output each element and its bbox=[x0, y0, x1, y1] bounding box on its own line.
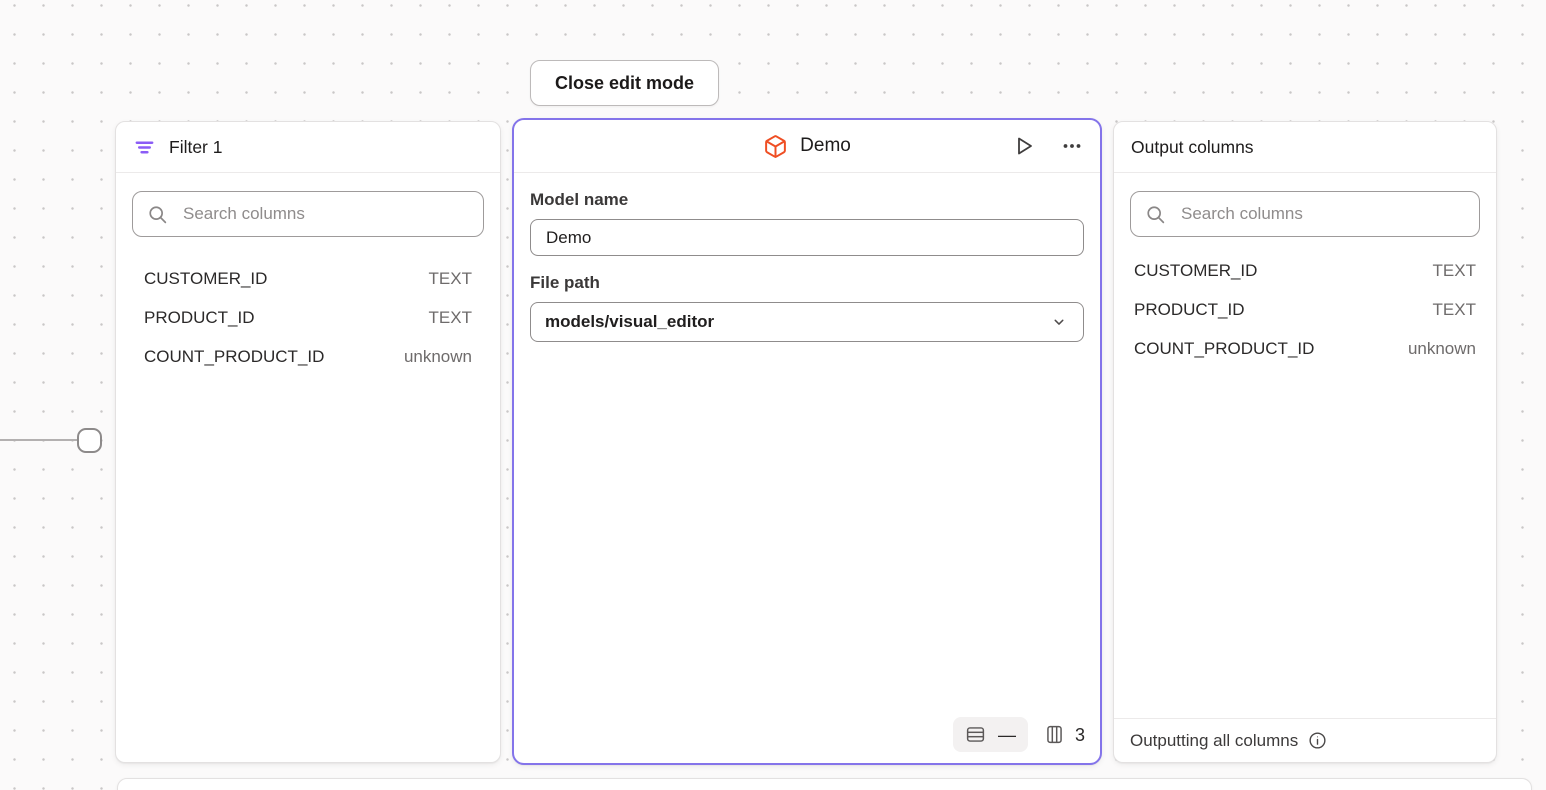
cube-icon bbox=[763, 134, 788, 159]
file-path-select[interactable]: models/visual_editor bbox=[530, 302, 1084, 342]
table-columns-icon bbox=[1044, 724, 1065, 745]
output-summary-text: Outputting all columns bbox=[1130, 730, 1299, 750]
model-node-title: Demo bbox=[800, 135, 851, 156]
column-name: PRODUCT_ID bbox=[1134, 299, 1245, 319]
column-type: unknown bbox=[1407, 338, 1476, 358]
model-node[interactable]: Demo bbox=[512, 118, 1102, 765]
model-title-group: Demo bbox=[763, 134, 851, 159]
search-icon bbox=[147, 204, 168, 225]
row-count-value: — bbox=[997, 724, 1016, 745]
filter-column-list: CUSTOMER_ID TEXT PRODUCT_ID TEXT COUNT_P… bbox=[116, 259, 500, 376]
column-count-stat[interactable]: 3 bbox=[1044, 724, 1085, 745]
column-name: CUSTOMER_ID bbox=[1134, 260, 1258, 280]
column-name: PRODUCT_ID bbox=[144, 307, 255, 327]
column-name: COUNT_PRODUCT_ID bbox=[144, 346, 325, 366]
output-search-input[interactable] bbox=[1179, 203, 1465, 225]
model-node-body: Model name File path models/visual_edito… bbox=[514, 173, 1100, 342]
model-name-input[interactable] bbox=[530, 219, 1084, 256]
filter-node[interactable]: Filter 1 CUSTOMER_ID TEXT PRODUCT_ID TEX… bbox=[115, 121, 501, 763]
file-path-label: File path bbox=[530, 273, 600, 292]
model-node-header: Demo bbox=[514, 120, 1100, 173]
model-node-stats: — 3 bbox=[952, 717, 1085, 752]
column-type: unknown bbox=[403, 346, 472, 366]
table-rows-icon bbox=[965, 724, 986, 745]
column-row[interactable]: PRODUCT_ID TEXT bbox=[1134, 290, 1476, 329]
column-row[interactable]: COUNT_PRODUCT_ID unknown bbox=[1134, 329, 1476, 368]
column-row[interactable]: PRODUCT_ID TEXT bbox=[144, 298, 472, 337]
chevron-down-icon bbox=[1049, 312, 1069, 332]
model-node-actions bbox=[851, 132, 1086, 160]
more-options-button[interactable] bbox=[1058, 132, 1086, 160]
output-node-title: Output columns bbox=[1131, 136, 1254, 157]
run-button[interactable] bbox=[1010, 132, 1038, 160]
column-type: TEXT bbox=[428, 268, 472, 288]
file-path-value: models/visual_editor bbox=[545, 312, 715, 331]
column-type: TEXT bbox=[428, 307, 472, 327]
more-icon bbox=[1060, 134, 1084, 158]
column-count-value: 3 bbox=[1074, 724, 1085, 745]
output-node-footer: Outputting all columns bbox=[1114, 718, 1496, 762]
output-column-list: CUSTOMER_ID TEXT PRODUCT_ID TEXT COUNT_P… bbox=[1114, 251, 1496, 368]
output-node-header: Output columns bbox=[1114, 122, 1496, 173]
connection-handle[interactable] bbox=[77, 428, 102, 453]
column-type: TEXT bbox=[1432, 299, 1476, 319]
close-edit-mode-button[interactable]: Close edit mode bbox=[530, 60, 720, 106]
model-name-label: Model name bbox=[530, 190, 629, 209]
info-icon[interactable] bbox=[1307, 730, 1328, 751]
output-columns-node[interactable]: Output columns CUSTOMER_ID TEXT PRODUCT_… bbox=[1113, 121, 1497, 763]
output-search-box[interactable] bbox=[1130, 191, 1480, 237]
connection-edge bbox=[0, 439, 78, 441]
column-row[interactable]: COUNT_PRODUCT_ID unknown bbox=[144, 337, 472, 376]
column-row[interactable]: CUSTOMER_ID TEXT bbox=[144, 259, 472, 298]
search-icon bbox=[1145, 204, 1166, 225]
column-name: COUNT_PRODUCT_ID bbox=[1134, 338, 1315, 358]
column-type: TEXT bbox=[1432, 260, 1476, 280]
column-row[interactable]: CUSTOMER_ID TEXT bbox=[1134, 251, 1476, 290]
filter-icon bbox=[133, 136, 156, 159]
filter-search-box[interactable] bbox=[132, 191, 484, 237]
bottom-panel[interactable] bbox=[117, 778, 1532, 790]
play-icon bbox=[1012, 134, 1036, 158]
filter-node-header: Filter 1 bbox=[116, 122, 500, 173]
filter-search-input[interactable] bbox=[181, 203, 469, 225]
filter-node-title: Filter 1 bbox=[169, 136, 223, 157]
row-count-stat[interactable]: — bbox=[952, 717, 1028, 752]
column-name: CUSTOMER_ID bbox=[144, 268, 268, 288]
